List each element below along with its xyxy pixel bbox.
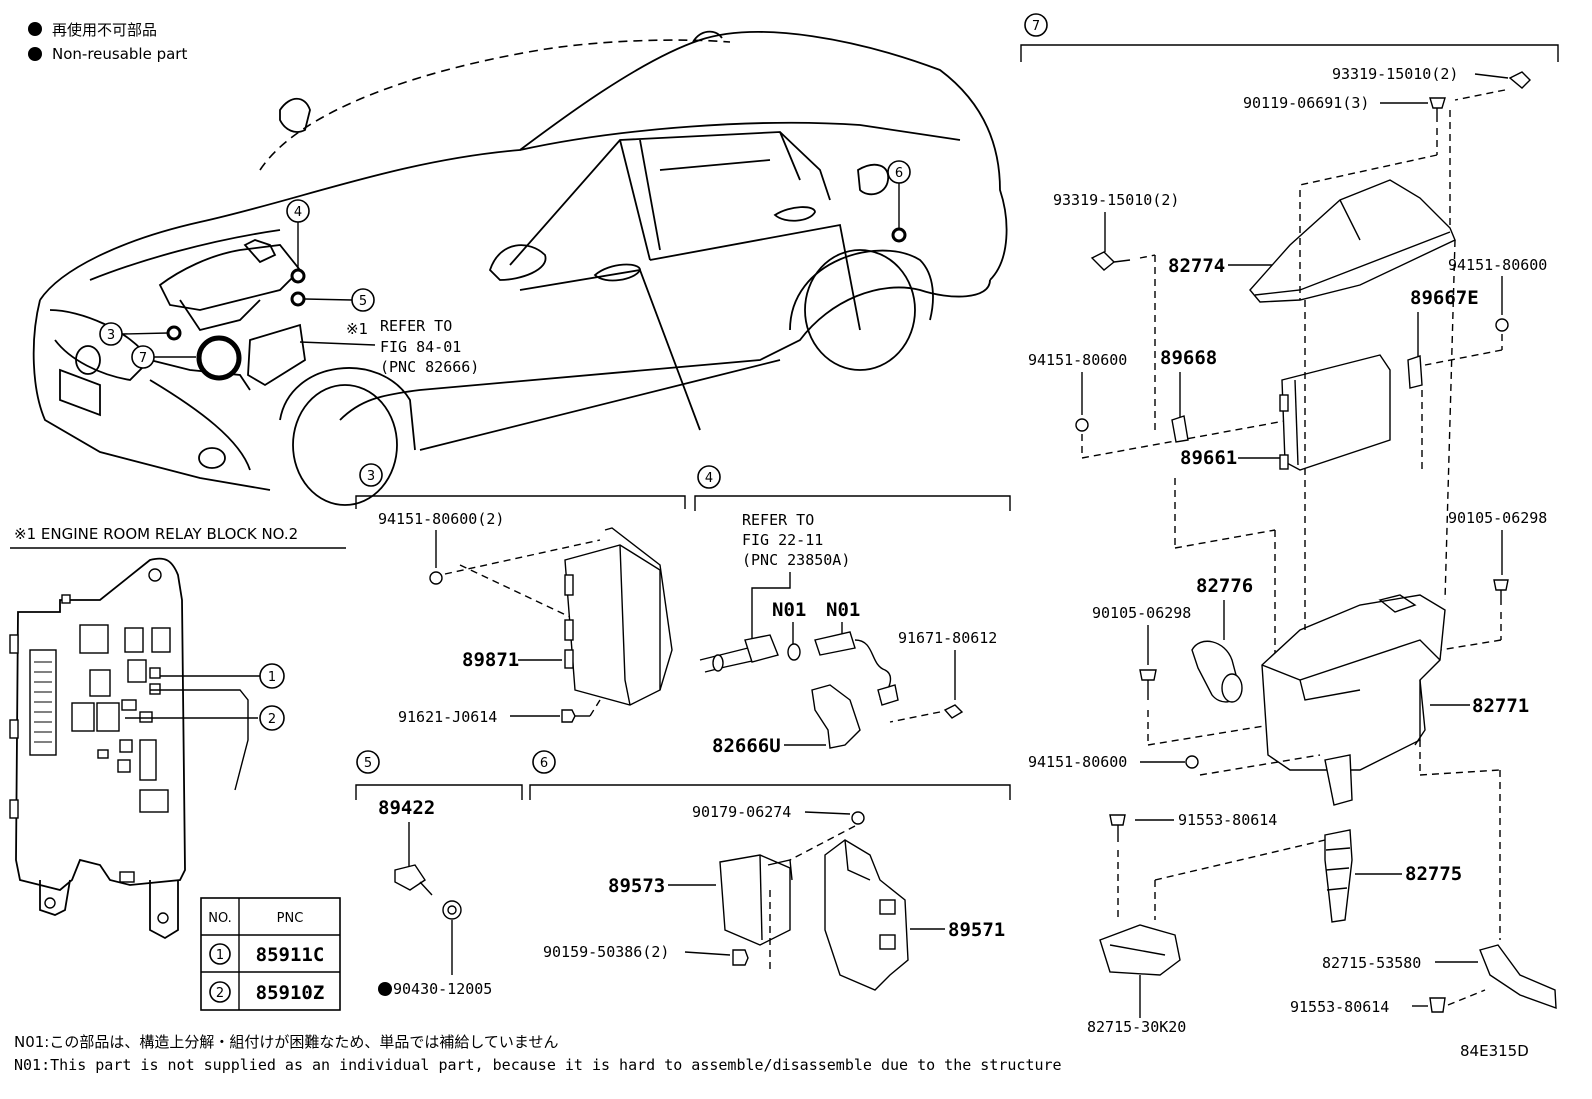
part-82776: 82776 [1196,575,1253,597]
svg-text:5: 5 [359,294,367,309]
svg-text:5: 5 [364,756,372,771]
part-90105-06298-right: 90105-06298 [1448,509,1547,527]
section-4: 4 REFER TO FIG 22-11 (PNC 23850A) N01 N0… [694,465,1011,757]
part-89668: 89668 [1160,347,1217,369]
section-5: 5 89422 90430-12005 [355,750,523,998]
part-89571: 89571 [948,919,1005,941]
part-94151-80600-2: 94151-80600(2) [378,510,504,528]
part-91553-80614-lower: 91553-80614 [1178,811,1277,829]
car-illustration [32,30,1008,506]
svg-text:3: 3 [367,469,375,484]
svg-text:6: 6 [895,166,903,181]
legend-bullet-icon [28,47,42,61]
section-6: 6 90179-06274 89573 90159-50386(2) 89571 [529,750,1011,991]
part-94151-80600-right: 94151-80600 [1448,256,1547,274]
part-91621-J0614: 91621-J0614 [398,708,497,726]
table-header-no: NO. [208,911,232,926]
part-90179-06274: 90179-06274 [692,803,791,821]
table-header-pnc: PNC [277,911,304,926]
part-93319-15010-top: 93319-15010(2) [1332,65,1458,83]
refer-line2: FIG 22-11 [742,531,823,549]
part-82775: 82775 [1405,863,1462,885]
n01-label-a: N01 [772,599,806,621]
svg-text:7: 7 [1032,19,1040,34]
relay-callout-1: 1 [268,670,276,685]
svg-text:FIG 84-01: FIG 84-01 [380,338,461,356]
part-90119-06691-3: 90119-06691(3) [1243,94,1369,112]
part-89667E: 89667E [1410,287,1479,309]
part-94151-80600-lower: 94151-80600 [1028,753,1127,771]
part-94151-80600-left: 94151-80600 [1028,351,1127,369]
svg-text:4: 4 [294,205,302,220]
table-row-pnc: 85910Z [256,982,325,1004]
svg-text:REFER TO: REFER TO [380,317,452,335]
section-3: 3 94151-80600(2) 89871 91621-J0614 [355,463,686,726]
part-89871: 89871 [462,649,519,671]
car-callout-5: 5 [290,288,375,312]
part-89573: 89573 [608,875,665,897]
legend-bullet-icon [28,22,42,36]
legend-en: Non-reusable part [52,45,187,63]
pnc-table: NO. PNC 1 85911C 2 85910Z [200,897,341,1011]
car-callout-6: 6 [887,160,911,243]
part-91553-80614-right: 91553-80614 [1290,998,1389,1016]
section-7: 7 93319-15010(2) 90119-06691(3) 93319-15… [1020,13,1559,1036]
refer-line1: REFER TO [742,511,814,529]
figure-code: 84E315D [1460,1042,1529,1060]
part-82715-30K20: 82715-30K20 [1087,1018,1186,1036]
part-82771: 82771 [1472,695,1529,717]
table-row-no: 2 [216,986,224,1001]
car-callout-4: 4 [286,199,310,284]
relay-block-title: ※1 ENGINE ROOM RELAY BLOCK NO.2 [14,525,298,543]
part-90105-06298-left: 90105-06298 [1092,604,1191,622]
svg-text:(PNC 82666): (PNC 82666) [380,358,479,376]
part-82666U: 82666U [712,735,781,757]
part-90159-50386-2: 90159-50386(2) [543,943,669,961]
part-90430-12005: 90430-12005 [393,980,492,998]
svg-text:6: 6 [540,756,548,771]
part-93319-15010-left: 93319-15010(2) [1053,191,1179,209]
svg-text:7: 7 [139,351,147,366]
note-en: N01:This part is not supplied as an indi… [14,1056,1062,1074]
part-89422: 89422 [378,797,435,819]
non-reusable-bullet-icon [378,982,392,996]
car-callout-3: 3 [99,322,182,346]
legend-jp: 再使用不可部品 [52,21,157,39]
svg-text:4: 4 [705,471,713,486]
car-callout-7: 7 [131,335,242,381]
relay-block-panel: ※1 ENGINE ROOM RELAY BLOCK NO.2 [9,525,346,940]
refer-fig-84-01: ※1 REFER TO FIG 84-01 (PNC 82666) [299,317,479,376]
svg-text:※1: ※1 [346,320,368,338]
refer-line3: (PNC 23850A) [742,551,850,569]
svg-text:3: 3 [107,328,115,343]
part-82774: 82774 [1168,255,1225,277]
part-82715-53580: 82715-53580 [1322,954,1421,972]
n01-label-b: N01 [826,599,860,621]
table-row-pnc: 85911C [256,944,325,966]
part-91671-80612: 91671-80612 [898,629,997,647]
note-jp: N01:この部品は、構造上分解・組付けが困難なため、単品では補給していません [14,1033,558,1051]
part-89661: 89661 [1180,447,1237,469]
relay-callout-2: 2 [268,712,276,727]
table-row-no: 1 [216,948,224,963]
